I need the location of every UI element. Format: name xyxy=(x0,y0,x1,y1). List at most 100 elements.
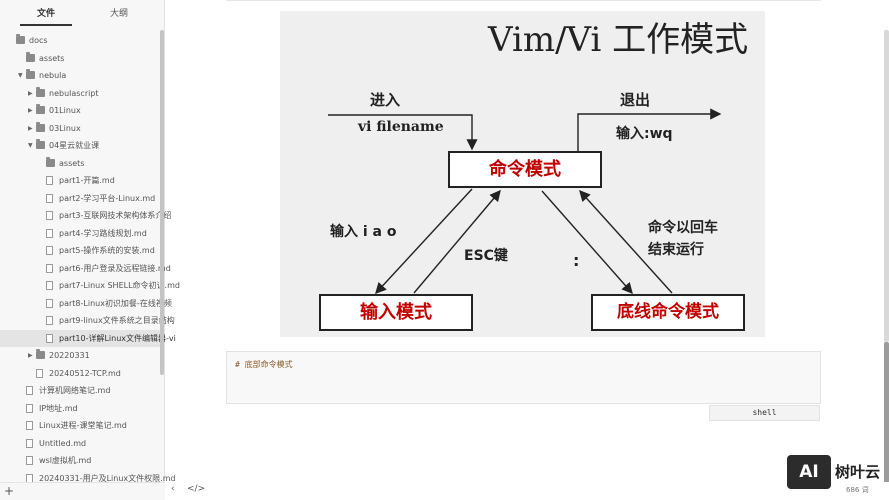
tree-item-label: nebula xyxy=(39,71,67,80)
tree-file[interactable]: Linux进程-课堂笔记.md xyxy=(0,417,160,435)
tree-item-label: part7-Linux SHELL命令初识.md xyxy=(59,281,180,290)
tree-folder[interactable]: ▶ 01Linux xyxy=(0,102,160,120)
sidebar-scrollbar[interactable] xyxy=(160,30,164,375)
file-icon xyxy=(26,456,33,465)
caret-right-icon[interactable]: ▶ xyxy=(28,124,33,132)
exit-arrow xyxy=(577,108,722,151)
tree-item-label: Untitled.md xyxy=(39,438,87,448)
tree-file[interactable]: part3-互联网技术架构体系介绍 xyxy=(0,207,171,225)
tree-file[interactable]: part2-学习平台-Linux.md xyxy=(0,190,160,208)
lastline-to-cmd-arrow xyxy=(579,189,673,294)
tree-file[interactable]: Untitled.md xyxy=(0,435,160,453)
code-comment: # 底部命令模式 xyxy=(235,360,293,369)
tree-file[interactable]: part4-学习路线规划.md xyxy=(0,225,160,243)
tree-file[interactable]: part7-Linux SHELL命令初识.md xyxy=(0,277,180,295)
tree-item-label: Linux进程-课堂笔记.md xyxy=(39,421,127,430)
active-tab-indicator xyxy=(20,24,72,26)
tree-item-label: 04星云就业课 xyxy=(49,141,100,150)
file-icon xyxy=(46,263,53,273)
tree-item-label: part2-学习平台-Linux.md xyxy=(59,193,156,203)
file-icon xyxy=(26,386,33,395)
tree-item-label: part4-学习路线规划.md xyxy=(59,228,147,238)
code-block[interactable]: # 底部命令模式 xyxy=(226,351,821,404)
tree-folder[interactable]: assets xyxy=(0,50,160,68)
tree-folder[interactable]: ▶ 03Linux xyxy=(0,120,160,138)
tree-file[interactable]: wsl虚拟机.md xyxy=(0,452,160,470)
caret-right-icon[interactable]: ▶ xyxy=(28,352,33,359)
file-icon xyxy=(26,438,33,448)
diagram-title: Vim/Vi 工作模式 xyxy=(488,20,749,60)
file-icon xyxy=(46,316,53,325)
tree-folder[interactable]: ▼ 04星云就业课 xyxy=(0,137,160,155)
tree-file[interactable]: part8-Linux初识加餐-在线视频 xyxy=(0,295,172,313)
wq-label: 输入:wq xyxy=(616,126,673,142)
chevron-left-icon[interactable]: ‹ xyxy=(171,484,175,494)
tree-file[interactable]: IP地址.md xyxy=(0,400,160,418)
tree-item-label: part9-linux文件系统之目录结构 xyxy=(59,316,175,325)
folder-icon xyxy=(16,34,25,44)
tree-item-label: part3-互联网技术架构体系介绍 xyxy=(59,211,172,220)
iao-label: 输入 i a o xyxy=(330,224,397,240)
exit-label: 退出 xyxy=(620,91,651,109)
add-file-button[interactable]: + xyxy=(4,484,15,498)
tree-file[interactable]: part1-开篇.md xyxy=(0,172,160,190)
tree-item-label: 20220331 xyxy=(49,351,90,360)
tree-item-label: 20240512-TCP.md xyxy=(49,368,121,378)
tree-item-label: assets xyxy=(59,158,85,168)
tree-folder[interactable]: assets xyxy=(0,155,160,173)
editor-scrollbar-track xyxy=(884,30,889,342)
tree-folder[interactable]: docs xyxy=(0,32,160,50)
file-icon xyxy=(26,403,33,413)
tree-item-label: 03Linux xyxy=(49,123,81,133)
watermark-brand: 树叶云 xyxy=(835,463,881,481)
divider xyxy=(226,0,821,1)
caret-down-icon[interactable]: ▼ xyxy=(18,72,23,79)
caret-down-icon[interactable]: ▼ xyxy=(28,142,33,149)
tree-folder[interactable]: ▶ nebulascript xyxy=(0,85,160,103)
caret-right-icon[interactable]: ▶ xyxy=(28,89,33,97)
tab-outline[interactable]: 大纲 xyxy=(110,9,129,19)
file-icon xyxy=(46,298,53,308)
watermark: AI 树叶云 xyxy=(787,455,887,491)
tree-file[interactable]: part5-操作系统的安装.md xyxy=(0,242,160,260)
file-icon xyxy=(46,228,53,238)
tree-item-label: assets xyxy=(39,53,65,63)
word-count[interactable]: 686 词 xyxy=(846,486,869,494)
insert-mode-box: 输入模式 xyxy=(319,294,473,331)
folder-icon xyxy=(26,69,35,79)
sidebar: 文件 大纲 docs assets ▼ nebula ▶ nebulascript ▶ 01L… xyxy=(0,0,180,500)
code-language-selector[interactable]: shell xyxy=(709,405,820,421)
folder-icon xyxy=(36,349,45,359)
tree-item-label: nebulascript xyxy=(49,88,99,98)
tree-item-label: IP地址.md xyxy=(39,403,78,413)
file-icon xyxy=(46,193,53,203)
editor-scrollbar-thumb[interactable] xyxy=(884,342,889,500)
tree-file[interactable]: part6-用户登录及远程链接.md xyxy=(0,260,171,278)
tree-item-label: part8-Linux初识加餐-在线视频 xyxy=(59,298,172,308)
vim-modes-diagram: Vim/Vi 工作模式 进入 vi filename 退出 输入:wq 命令模式 xyxy=(280,11,765,337)
tree-item-label: 20240331-用户及Linux文件权限.md xyxy=(39,473,176,483)
tree-item-label: 01Linux xyxy=(49,106,81,115)
file-tree: docs assets ▼ nebula ▶ nebulascript ▶ 01Linux ▶ 0… xyxy=(0,32,180,487)
tree-folder[interactable]: ▼ nebula xyxy=(0,67,160,85)
tree-item-label: part6-用户登录及远程链接.md xyxy=(59,263,171,273)
tab-files[interactable]: 文件 xyxy=(37,9,56,19)
folder-icon xyxy=(36,139,45,149)
file-icon xyxy=(46,246,53,255)
sidebar-tabs: 文件 大纲 xyxy=(0,0,165,28)
file-icon xyxy=(46,211,53,220)
last-line-mode-box: 底线命令模式 xyxy=(591,294,745,331)
enter-label: 进入 xyxy=(370,91,401,109)
editor-area: Vim/Vi 工作模式 进入 vi filename 退出 输入:wq 命令模式 xyxy=(166,0,889,500)
folder-icon xyxy=(36,104,45,114)
tree-file[interactable]: 计算机网络笔记.md xyxy=(0,382,160,400)
tree-file[interactable]: part9-linux文件系统之目录结构 xyxy=(0,312,175,330)
tree-item-label: part10-详解Linux文件编辑器-vi xyxy=(59,333,176,343)
code-icon[interactable]: </> xyxy=(187,484,206,494)
tree-file[interactable]: 20240512-TCP.md xyxy=(0,365,160,383)
file-icon xyxy=(26,421,33,430)
tree-file[interactable]: part10-详解Linux文件编辑器-vi xyxy=(0,329,176,347)
tree-folder[interactable]: ▶ 20220331 xyxy=(0,347,160,365)
folder-icon xyxy=(26,51,35,62)
caret-right-icon[interactable]: ▶ xyxy=(28,107,33,114)
